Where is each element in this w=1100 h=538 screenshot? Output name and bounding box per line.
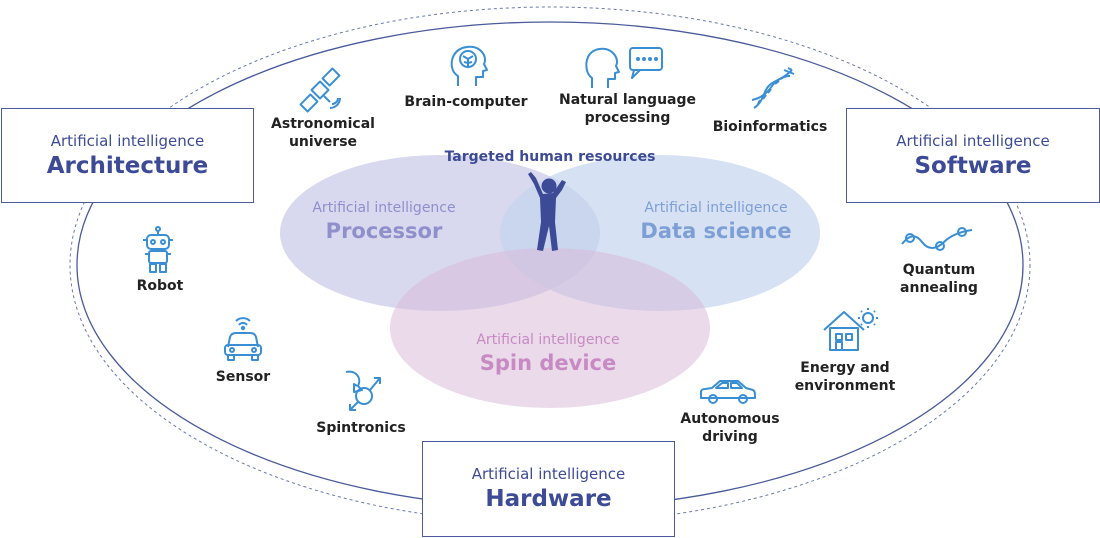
spin-device-title: Spin device (479, 351, 617, 375)
brain-computer-label: Brain-computer (404, 94, 528, 110)
architecture-box: Artificial intelligence Architecture (1, 108, 254, 203)
connected-car-icon (224, 317, 262, 361)
robot-icon (143, 226, 173, 273)
software-small-label: Artificial intelligence (896, 131, 1050, 150)
person-icon (528, 172, 566, 251)
processor-title: Processor (325, 219, 443, 243)
house-solar-icon (823, 308, 878, 351)
hardware-title: Hardware (485, 486, 612, 512)
hardware-box: Artificial intelligence Hardware (422, 441, 675, 537)
sensor-label: Sensor (215, 369, 271, 385)
targeted-human-resources-label: Targeted human resources (444, 149, 656, 165)
outer-dashed-ellipse (69, 6, 1031, 524)
spin-device-circle (390, 248, 710, 408)
robot-label: Robot (136, 278, 184, 294)
hardware-small-label: Artificial intelligence (471, 465, 626, 483)
data-science-label: Artificial intelligence Data science (630, 199, 802, 245)
dna-icon (751, 67, 795, 109)
spintronics-label: Spintronics (316, 420, 406, 436)
architecture-title: Architecture (46, 152, 209, 179)
architecture-small-label: Artificial intelligence (50, 131, 205, 150)
processor-small-label: Artificial intelligence (312, 200, 456, 216)
data-science-title: Data science (640, 219, 792, 243)
bioinformatics-label: Bioinformatics (712, 119, 828, 135)
spintronics-icon (345, 370, 381, 411)
quantum-annealing-icon (901, 227, 973, 251)
software-box: Artificial intelligence Software (846, 108, 1100, 203)
brain-head-icon (450, 45, 488, 86)
satellite-icon (299, 67, 341, 113)
car-icon (700, 380, 756, 404)
speech-head-icon (585, 47, 663, 88)
software-title: Software (914, 152, 1032, 179)
spin-device-small-label: Artificial intelligence (476, 332, 620, 348)
processor-label: Artificial intelligence Processor (304, 199, 464, 245)
data-science-small-label: Artificial intelligence (644, 200, 788, 216)
spin-device-label: Artificial intelligence Spin device (468, 331, 628, 377)
